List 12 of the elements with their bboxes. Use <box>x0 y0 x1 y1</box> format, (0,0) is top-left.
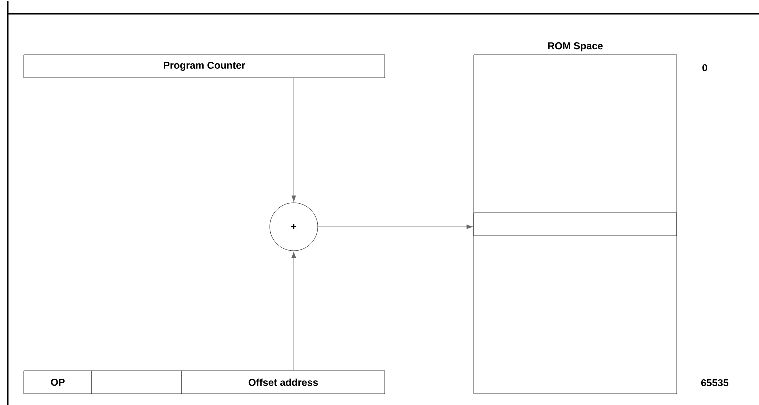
register-box: Program Counter <box>24 54 386 78</box>
memory-map: ROM Space <box>474 42 678 394</box>
memory-slot <box>474 212 678 236</box>
field-cell <box>92 370 182 394</box>
address-label: 65535 <box>701 379 729 387</box>
node-label: ROM Space <box>548 42 603 52</box>
address-label: 0 <box>702 64 708 72</box>
arrow <box>292 252 296 371</box>
arrow <box>292 78 296 202</box>
field-cell: OP <box>24 370 92 394</box>
field-cell: Offset address <box>182 370 386 394</box>
arrow <box>318 224 474 230</box>
